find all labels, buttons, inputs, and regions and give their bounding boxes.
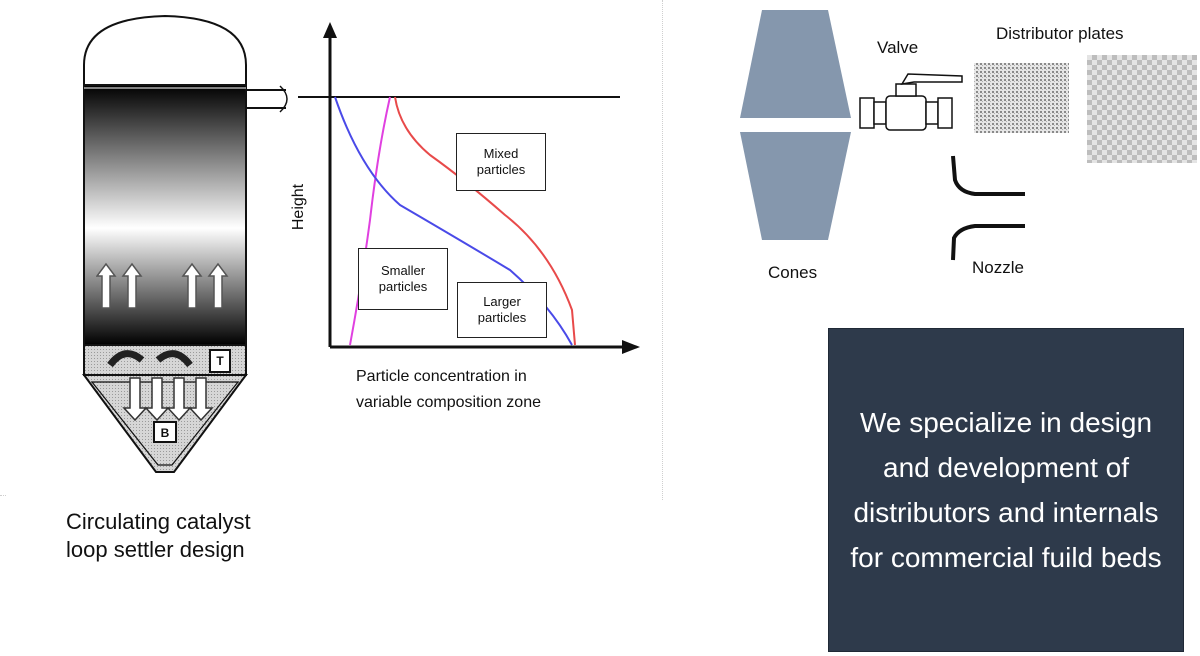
curve-smaller bbox=[349, 96, 391, 346]
nozzle-graphic bbox=[951, 155, 1025, 261]
up-arrows bbox=[96, 262, 229, 309]
valve-label: Valve bbox=[877, 38, 919, 57]
valve-graphic bbox=[859, 73, 963, 131]
side-mark: T bbox=[216, 354, 224, 368]
settler-caption-line1: Circulating catalyst bbox=[66, 509, 251, 534]
bottom-mark: B bbox=[160, 426, 170, 440]
circulation-arrow-left bbox=[107, 350, 145, 368]
settler-vessel bbox=[82, 14, 288, 473]
dotted-divider bbox=[662, 0, 663, 500]
chart-xlabel: Particle concentration in variable compo… bbox=[356, 364, 541, 416]
chart-xlabel-line1: Particle concentration in bbox=[356, 368, 527, 385]
circulation-arrow-right bbox=[155, 350, 193, 368]
dotted-divider-left bbox=[0, 495, 6, 496]
y-axis-arrow bbox=[323, 22, 337, 38]
distributor-label: Distributor plates bbox=[996, 24, 1124, 43]
cone-top bbox=[740, 10, 851, 118]
x-axis-arrow bbox=[622, 340, 640, 354]
concentration-chart bbox=[298, 22, 640, 354]
cone-bottom bbox=[740, 132, 851, 240]
distributor-plate-fine bbox=[974, 63, 1069, 133]
distributor-plates bbox=[974, 55, 1197, 163]
specialty-panel: We specialize in design and development … bbox=[828, 328, 1184, 652]
settler-caption: Circulating catalyst loop settler design bbox=[66, 508, 326, 564]
chart-ylabel: Height bbox=[290, 183, 308, 231]
cones-label: Cones bbox=[768, 263, 818, 282]
vessel-dome bbox=[83, 14, 247, 86]
box-larger: Larger particles bbox=[457, 282, 547, 338]
bottom-box bbox=[153, 421, 177, 443]
outlet-pipe bbox=[246, 89, 286, 109]
settler-caption-line2: loop settler design bbox=[66, 537, 245, 562]
distributor-plate-coarse bbox=[1087, 55, 1197, 163]
chart-xlabel-line2: variable composition zone bbox=[356, 394, 541, 411]
down-arrows bbox=[122, 377, 214, 422]
specialty-text: We specialize in design and development … bbox=[850, 407, 1162, 573]
curve-mixed bbox=[394, 96, 576, 346]
nozzle-label: Nozzle bbox=[972, 258, 1024, 277]
side-box bbox=[209, 349, 231, 373]
box-smaller: Smaller particles bbox=[358, 248, 448, 310]
box-mixed: Mixed particles bbox=[456, 133, 546, 191]
cones-graphic bbox=[740, 10, 851, 240]
